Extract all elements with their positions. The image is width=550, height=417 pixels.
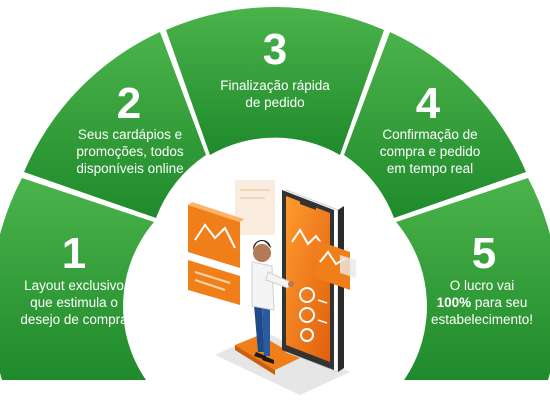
step-2-line-3: disponíveis online [76,161,184,176]
chart-panel-icon [188,202,244,305]
step-1-line-3: desejo de compra [20,312,128,327]
illustration [188,180,356,395]
step-1-line-1: Layout exclusivo [24,278,124,293]
background-panel [235,180,275,235]
step-1-label: Layout exclusivo que estimula o desejo d… [4,277,144,328]
step-3-line-2: de pedido [245,95,305,110]
step-4-line-1: Confirmação de [382,127,478,142]
step-5-line-2: 100% para seu [414,294,550,311]
step-4-line-3: em tempo real [386,161,474,176]
step-3-number: 3 [262,25,288,74]
step-5-highlight: 100% [436,295,472,310]
step-2-line-1: Seus cardápios e [77,127,183,142]
step-3-line-1: Finalização rápida [220,78,330,93]
step-2-number: 2 [116,79,142,128]
segment-2 [24,32,206,218]
step-2-line-2: promoções, todos [76,144,184,159]
step-4-number: 4 [415,79,441,128]
step-5-line-3: estabelecimento! [430,312,534,327]
step-4-line-2: compra e pedido [379,144,481,159]
step-5-number: 5 [471,229,497,278]
step-5-label: O lucro vai 100% para seu estabeleciment… [414,277,550,328]
segment-4 [344,32,526,218]
segment-1 [0,178,154,380]
step-1-number: 1 [61,229,87,278]
step-5-line-1: O lucro vai [449,278,515,293]
step-2-label: Seus cardápios e promoções, todos dispon… [60,126,200,177]
step-3-label: Finalização rápida de pedido [200,77,350,111]
side-chart-panel [316,240,356,290]
segment-5 [396,178,550,380]
step-1-line-2: que estimula o [30,295,118,310]
step-4-label: Confirmação de compra e pedido em tempo … [360,126,500,177]
smartphone-icon [282,189,344,373]
step-5-line-2-rest: para seu [471,295,528,310]
segment-3 [166,7,384,155]
person-icon [251,239,294,364]
